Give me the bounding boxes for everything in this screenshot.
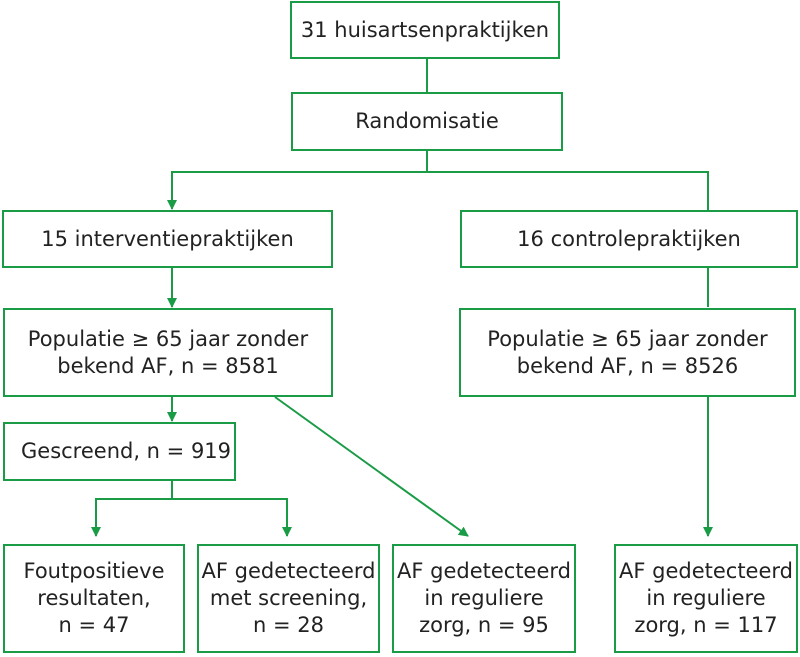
node-af-regular-control-line-3: zorg, n = 117 [634,613,778,637]
node-false-positive-line-3: n = 47 [58,613,130,637]
edge-randomization-control [427,171,709,210]
node-population-intervention-line-2: bekend AF, n = 8581 [57,353,279,378]
node-af-regular-intervention-line-1: AF gedetecteerd [397,559,571,583]
edge-screened-false-positive [91,481,173,537]
node-intervention-practices: 15 interventiepraktijken [2,210,333,268]
node-false-positive-line-1: Foutpositieve [23,559,165,583]
node-af-screening-line-3: n = 28 [253,613,324,637]
node-screened: Gescreend, n = 919 [3,422,236,481]
edge-randomization-intervention [167,151,428,210]
node-randomization-label: Randomisatie [355,109,499,133]
node-false-positive-line-2: resultaten, [37,586,151,610]
node-control-practices: 16 controlepraktijken [460,210,798,268]
node-screened-label: Gescreend, n = 919 [21,439,232,463]
node-population-control: Populatie ≥ 65 jaar zonder bekend AF, n … [459,308,796,397]
node-af-regular-control-line-1: AF gedetecteerd [619,559,793,583]
node-practices-label: 31 huisartsenpraktijken [300,17,550,42]
node-control-practices-label: 16 controlepraktijken [517,226,741,251]
node-af-screening: AF gedetecteerd met screening, n = 28 [197,544,380,653]
node-intervention-practices-label: 15 interventiepraktijken [41,226,294,251]
node-af-regular-control-line-2: in reguliere [646,586,766,610]
node-af-screening-line-2: met screening, [209,586,368,610]
node-population-control-line-2: bekend AF, n = 8526 [516,353,739,378]
node-population-control-line-1: Populatie ≥ 65 jaar zonder [487,326,768,351]
edge-screened-af-screening [172,498,292,537]
node-population-intervention: Populatie ≥ 65 jaar zonder bekend AF, n … [3,308,333,397]
node-af-regular-control: AF gedetecteerd in reguliere zorg, n = 1… [614,544,798,653]
node-af-regular-intervention-line-3: zorg, n = 95 [419,613,549,637]
edge-population-af-regular [274,396,469,537]
node-practices: 31 huisartsenpraktijken [290,1,560,59]
node-af-regular-intervention-line-2: in reguliere [424,586,544,610]
node-af-screening-line-1: AF gedetecteerd [201,559,376,583]
node-population-intervention-line-1: Populatie ≥ 65 jaar zonder [27,326,309,351]
node-randomization: Randomisatie [291,92,563,151]
node-false-positive: Foutpositieve resultaten, n = 47 [3,544,185,653]
node-af-regular-intervention: AF gedetecteerd in reguliere zorg, n = 9… [392,544,576,653]
